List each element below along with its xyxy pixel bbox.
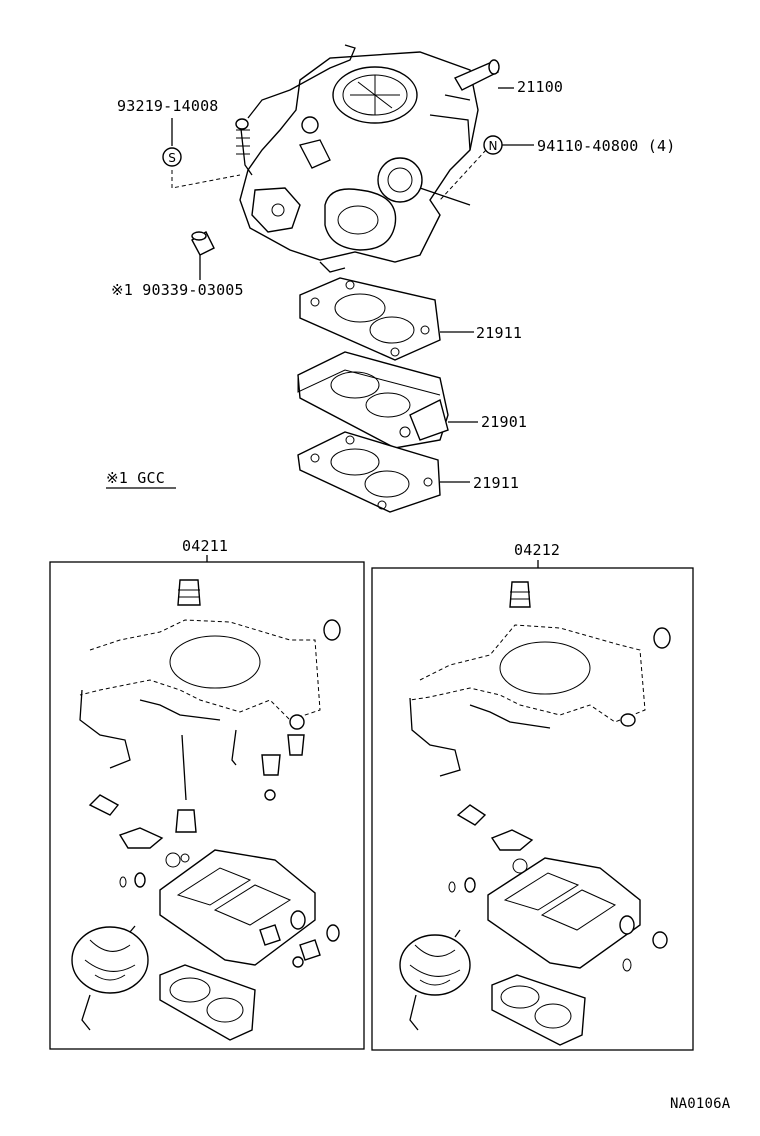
carburetor-assembly [235,44,500,273]
screw-marker-icon: S [162,147,182,167]
label-gasket-lower: 21911 [473,474,520,492]
label-insulator: 21901 [481,413,528,431]
label-note: ※1 GCC [106,469,165,487]
kit-right-parts [399,581,671,1046]
leader-screw-dash [171,170,241,189]
gasket-upper-drawing [299,277,441,361]
label-nut-part: 94110-40800 (4) [537,137,676,155]
nut-marker-text: N [489,139,498,153]
kit-left-parts [71,579,341,1041]
leader-nut-dash [439,149,487,201]
label-kit-left: 04211 [182,537,229,555]
label-kit-right: 04212 [514,541,561,559]
screw-marker-text: S [168,151,176,165]
label-assembly-part: 21100 [517,78,564,96]
label-diagram-code: NA0106A [670,1096,731,1112]
label-gasket-upper: 21911 [476,324,523,342]
label-screw-part: 93219-14008 [117,97,219,115]
label-plug-part: ※1 90339-03005 [111,281,244,299]
nut-marker-icon: N [483,135,503,155]
gasket-lower-drawing [297,431,441,513]
insulator-drawing [297,351,449,449]
plug-icon [191,231,215,256]
kit-right-box [371,567,694,1051]
